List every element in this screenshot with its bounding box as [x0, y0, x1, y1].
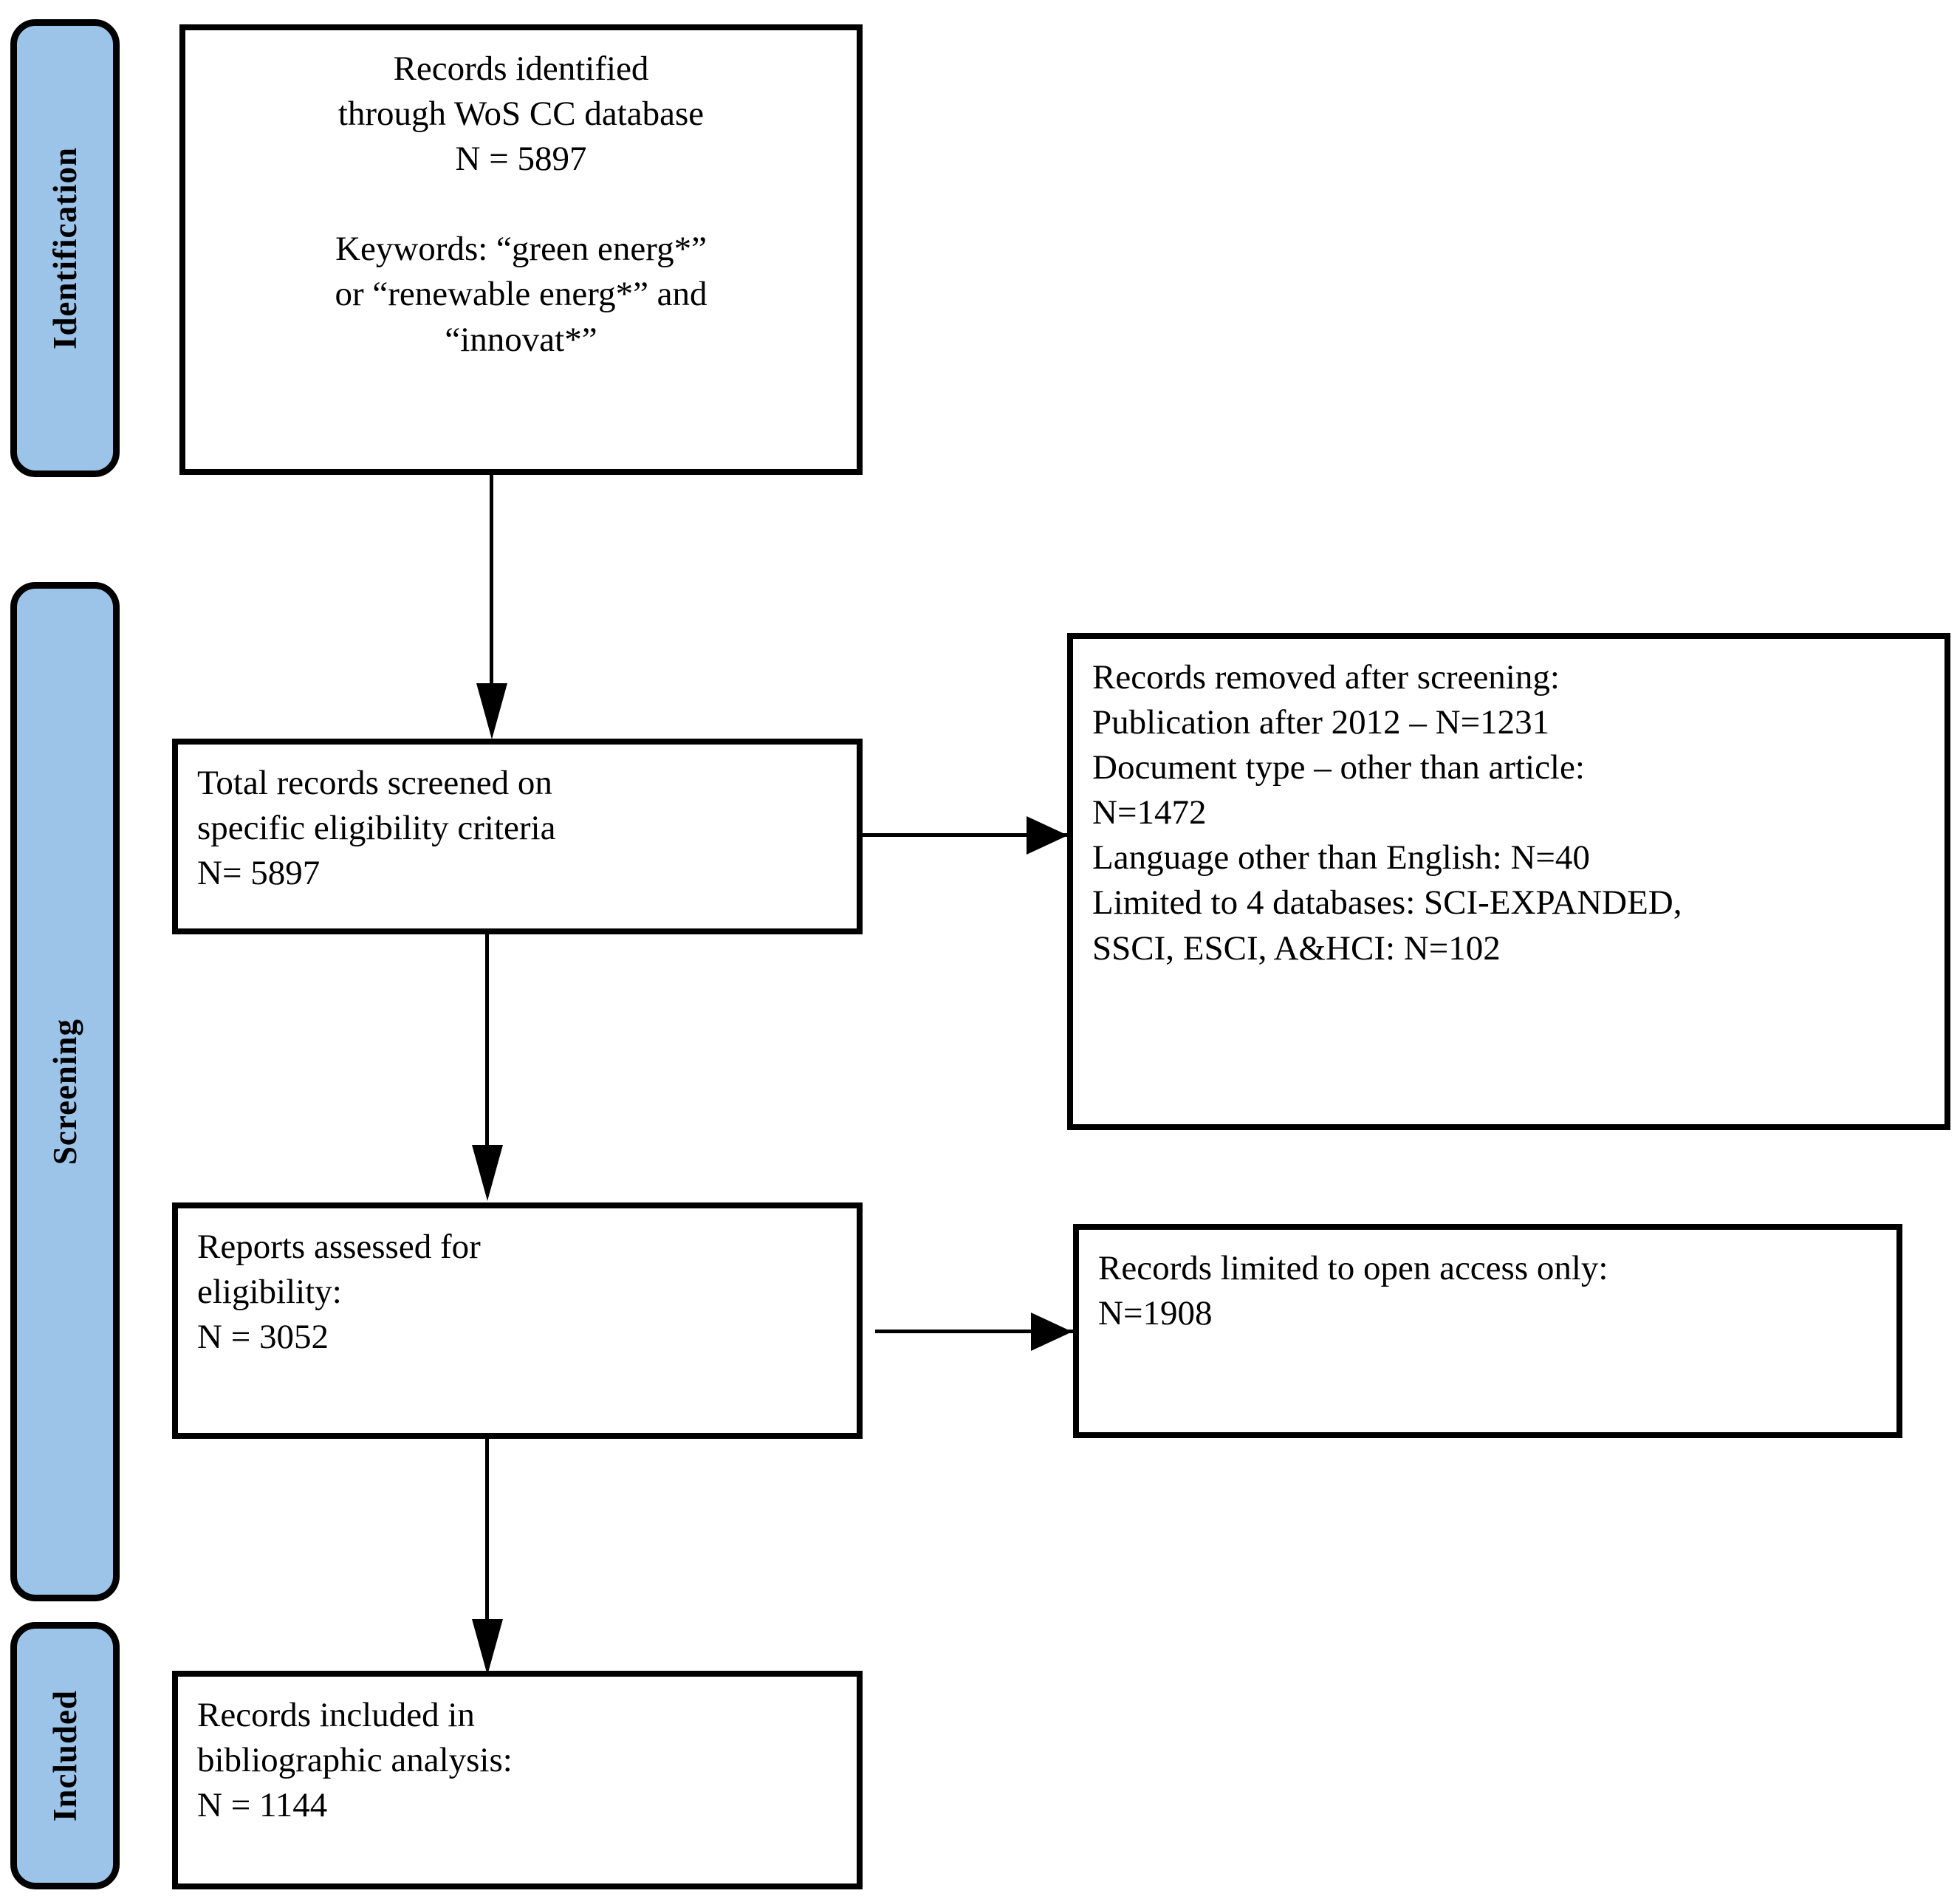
phase-label-screening: Screening: [46, 1018, 83, 1166]
connector-assessed-to-open-access: [875, 1330, 1111, 1333]
phase-label-included: Included: [46, 1689, 83, 1822]
connector-screened-to-assessed: [485, 934, 489, 1149]
box-reports-assessed-text: Reports assessed for eligibility: N = 30…: [197, 1228, 481, 1357]
box-records-open-access: Records limited to open access only: N=1…: [1073, 1224, 1902, 1438]
phase-pill-included: Included: [10, 1622, 120, 1889]
arrowhead-assessed-to-open-access: [1031, 1313, 1072, 1351]
connector-screened-to-removed: [863, 833, 1106, 837]
box-records-removed: Records removed after screening: Publica…: [1067, 633, 1950, 1130]
connector-identified-to-screened: [490, 475, 493, 687]
box-reports-assessed: Reports assessed for eligibility: N = 30…: [172, 1202, 863, 1439]
phase-pill-screening: Screening: [10, 582, 120, 1601]
arrowhead-screened-to-assessed: [472, 1145, 503, 1201]
box-records-identified: Records identified through WoS CC databa…: [179, 24, 863, 475]
box-records-identified-text: Records identified through WoS CC databa…: [335, 49, 707, 359]
box-records-open-access-text: Records limited to open access only: N=1…: [1098, 1249, 1608, 1333]
phase-label-identification: Identification: [46, 146, 83, 349]
box-records-included-text: Records included in bibliographic analys…: [197, 1696, 513, 1825]
phase-pill-identification: Identification: [10, 19, 120, 477]
arrowhead-identified-to-screened: [476, 683, 507, 739]
connector-assessed-to-included: [485, 1439, 489, 1623]
box-total-records-screened: Total records screened on specific eligi…: [172, 739, 863, 934]
box-total-records-screened-text: Total records screened on specific eligi…: [197, 764, 556, 893]
box-records-removed-text: Records removed after screening: Publica…: [1092, 658, 1682, 968]
arrowhead-screened-to-removed: [1027, 816, 1068, 855]
arrowhead-assessed-to-included: [472, 1619, 503, 1675]
box-records-included: Records included in bibliographic analys…: [172, 1671, 863, 1889]
